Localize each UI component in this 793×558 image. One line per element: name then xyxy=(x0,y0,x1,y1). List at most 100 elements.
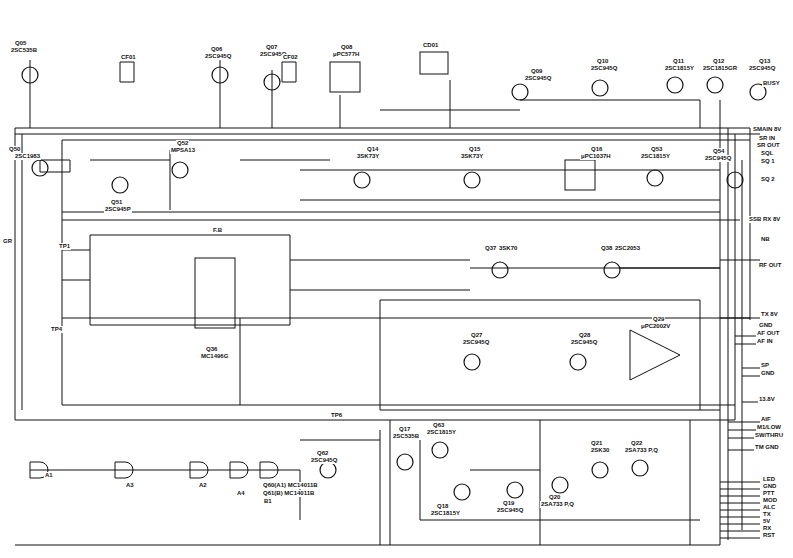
part-label: 2SC1815Y xyxy=(426,429,457,436)
part-label: TM GND xyxy=(754,444,780,451)
part-label: RF OUT xyxy=(758,262,782,269)
part-label: Q20 xyxy=(548,494,561,501)
part-label: 13.8V xyxy=(758,396,776,403)
part-label: B1 xyxy=(263,498,273,505)
part-label: TP4 xyxy=(50,326,63,333)
part-label: 2SC2053 xyxy=(614,245,641,252)
part-label: Q38 xyxy=(600,245,613,252)
part-label: 2SC945Q xyxy=(204,53,232,60)
part-label: Q22 xyxy=(630,440,643,447)
part-label: BUSY xyxy=(762,80,781,87)
part-label: SQL xyxy=(760,150,774,157)
part-label: TP1 xyxy=(58,243,71,250)
part-label: 2SC945P xyxy=(104,206,132,213)
part-label: 2SC1815Y xyxy=(664,65,695,72)
part-label: Q09 xyxy=(530,68,543,75)
part-label: 2SC945Q xyxy=(496,507,524,514)
part-label: A4 xyxy=(236,490,246,497)
part-label: Q21 xyxy=(590,440,603,447)
part-label: 2SC945Q xyxy=(704,155,732,162)
part-label: 2SC945Q xyxy=(462,339,490,346)
part-label: TP6 xyxy=(330,412,343,419)
part-label: Q14 xyxy=(366,146,379,153)
part-label: Q06 xyxy=(210,46,223,53)
part-label: Q12 xyxy=(712,58,725,65)
part-label: Q37 xyxy=(484,245,497,252)
part-label: 2SC945Q xyxy=(524,75,552,82)
part-label: Q15 xyxy=(468,146,481,153)
part-label: RST xyxy=(762,532,776,539)
part-label: Q54 xyxy=(712,148,725,155)
part-label: Q61(B) MC14011B xyxy=(262,490,315,497)
part-label: Q36 xyxy=(205,346,218,353)
part-label: MOD xyxy=(762,497,778,504)
part-label: CD01 xyxy=(422,42,439,49)
part-label: PTT xyxy=(762,490,775,497)
part-label: Q62 xyxy=(316,450,329,457)
part-label: 2SA733 P,Q xyxy=(624,447,659,454)
part-label: AIF xyxy=(760,416,772,423)
part-label: LED xyxy=(762,476,776,483)
part-label: 2SC945Q xyxy=(310,457,338,464)
part-label: 2SC945Q xyxy=(590,65,618,72)
part-label: A1 xyxy=(44,472,54,479)
part-label: Q11 xyxy=(672,58,685,65)
part-label: Q05 xyxy=(14,40,27,47)
part-label: GND xyxy=(758,322,773,329)
part-label: GND xyxy=(762,483,777,490)
part-label: A2 xyxy=(198,482,208,489)
part-label: Q63 xyxy=(432,422,445,429)
part-label: SP xyxy=(760,362,770,369)
part-label: Q52 xyxy=(176,140,189,147)
part-label: Q10 xyxy=(596,58,609,65)
part-label: M1/LOW xyxy=(756,424,782,431)
part-label: Q53 xyxy=(650,146,663,153)
part-label: SR IN xyxy=(758,135,776,142)
part-label: Q29 xyxy=(652,316,665,323)
part-label: μPC577H xyxy=(332,51,360,58)
part-label: 2SA733 P,Q xyxy=(540,501,575,508)
part-label: Q28 xyxy=(578,332,591,339)
part-label: GR xyxy=(2,238,13,245)
part-label: 2SC945Q xyxy=(570,339,598,346)
part-label: SSB RX 8V xyxy=(748,216,781,223)
part-label: SR OUT xyxy=(756,142,781,149)
part-label: 2SC1815Y xyxy=(640,153,671,160)
part-label: Q08 xyxy=(340,44,353,51)
part-label: 2SC535B xyxy=(10,47,38,54)
part-label: 3SK73Y xyxy=(356,153,380,160)
part-label: MC1496G xyxy=(200,353,229,360)
part-label: μPC1037H xyxy=(580,153,612,160)
part-label: Q51 xyxy=(110,199,123,206)
part-label: 2SC1815GR xyxy=(702,65,738,72)
part-label: AF OUT xyxy=(756,330,780,337)
part-label: GND xyxy=(760,370,775,377)
part-label: Q13 xyxy=(758,58,771,65)
part-label: MPSA13 xyxy=(170,147,196,154)
part-label: Q17 xyxy=(398,426,411,433)
part-label: Q16 xyxy=(590,146,603,153)
part-label: SQ 1 xyxy=(760,158,776,165)
part-label: TX xyxy=(762,511,772,518)
part-label: 2SC535B xyxy=(392,433,420,440)
part-label: SMAIN 8V xyxy=(752,126,782,133)
part-label: SW/THRU xyxy=(754,432,784,439)
part-label: NB xyxy=(760,236,771,243)
part-label: TX 8V xyxy=(760,311,779,318)
part-label: SQ 2 xyxy=(760,176,776,183)
part-label: 2SC1983 xyxy=(14,153,41,160)
part-label: AF IN xyxy=(756,338,774,345)
part-label: CF02 xyxy=(282,54,299,61)
part-label: Q18 xyxy=(436,503,449,510)
part-label: Q27 xyxy=(470,332,483,339)
part-label: RX xyxy=(762,525,772,532)
part-label: CF01 xyxy=(120,54,137,61)
part-label: Q50 xyxy=(8,146,21,153)
part-label: 3SK73Y xyxy=(460,153,484,160)
part-label: Q19 xyxy=(502,500,515,507)
part-label: μPC2002V xyxy=(640,323,671,330)
part-label: 5V xyxy=(762,518,771,525)
part-label: Q07 xyxy=(265,44,278,51)
